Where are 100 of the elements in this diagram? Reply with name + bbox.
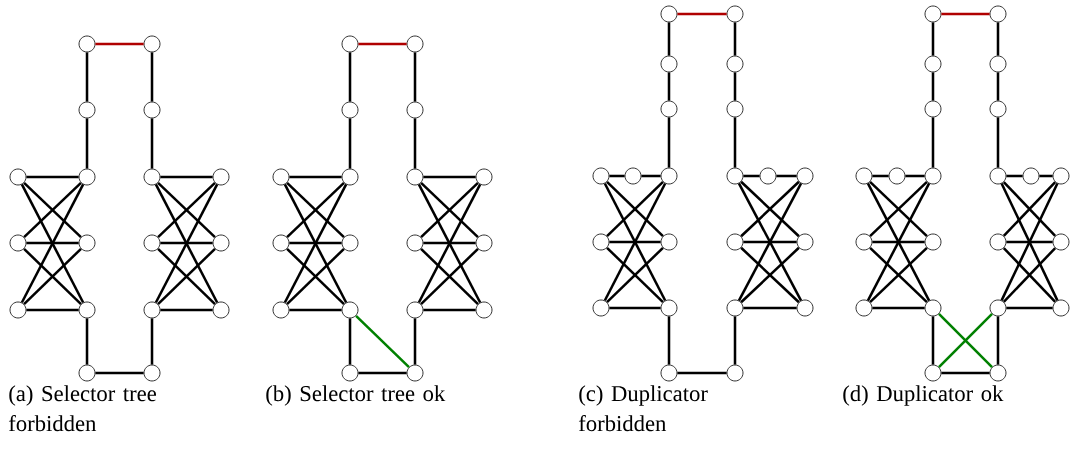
vertex bbox=[924, 233, 942, 251]
vertex bbox=[796, 167, 814, 185]
edge bbox=[423, 241, 476, 245]
edge bbox=[931, 117, 935, 168]
edge bbox=[358, 42, 407, 46]
vertex bbox=[726, 100, 744, 118]
vertex bbox=[660, 55, 678, 73]
vertex bbox=[406, 101, 424, 119]
edge bbox=[776, 174, 797, 178]
crossing-edges bbox=[869, 180, 928, 238]
vertex bbox=[726, 55, 744, 73]
vertex bbox=[660, 167, 678, 185]
vertex bbox=[272, 234, 290, 252]
edge bbox=[996, 72, 1000, 101]
vertex bbox=[78, 168, 96, 186]
vertex bbox=[989, 167, 1007, 185]
vertex bbox=[624, 167, 642, 185]
vertex bbox=[592, 167, 610, 185]
edge bbox=[160, 241, 213, 245]
caption: (d) Duplicator ok bbox=[843, 385, 1004, 406]
vertex bbox=[406, 301, 424, 319]
crossing-edges bbox=[23, 181, 82, 239]
crossing-edges bbox=[1002, 181, 1057, 237]
vertex bbox=[341, 301, 359, 319]
crossing-edges bbox=[1000, 183, 1059, 301]
vertex bbox=[924, 167, 942, 185]
crossing-edges bbox=[286, 181, 345, 239]
edge bbox=[150, 118, 154, 169]
vertex bbox=[143, 101, 161, 119]
vertex bbox=[78, 364, 96, 382]
vertex bbox=[272, 301, 290, 319]
vertex bbox=[475, 168, 493, 186]
vertex bbox=[1052, 233, 1070, 251]
edge bbox=[733, 72, 737, 101]
crossing-edges bbox=[286, 247, 345, 306]
vertex bbox=[341, 364, 359, 382]
edge bbox=[733, 316, 737, 365]
edge bbox=[872, 240, 925, 244]
edge bbox=[95, 42, 144, 46]
edge bbox=[609, 306, 661, 310]
vertex bbox=[341, 101, 359, 119]
crossing-edges bbox=[283, 183, 348, 304]
vertex bbox=[989, 55, 1007, 73]
edge bbox=[743, 240, 797, 244]
edge bbox=[160, 308, 213, 312]
edge bbox=[26, 241, 79, 245]
vertex bbox=[888, 167, 906, 185]
vertex bbox=[341, 234, 359, 252]
edge bbox=[677, 12, 727, 16]
crossing-edges bbox=[420, 181, 479, 239]
vertex bbox=[143, 301, 161, 319]
edge bbox=[1006, 174, 1023, 178]
edge bbox=[150, 318, 154, 365]
vertex bbox=[143, 35, 161, 53]
vertex bbox=[989, 5, 1007, 23]
vertex bbox=[143, 168, 161, 186]
edge bbox=[872, 174, 889, 178]
vertex bbox=[78, 234, 96, 252]
edge bbox=[641, 174, 661, 178]
vertex bbox=[341, 35, 359, 53]
crossing-edges bbox=[606, 246, 664, 304]
crossing-edges bbox=[420, 247, 479, 306]
edge bbox=[289, 241, 342, 245]
crossing-edges bbox=[869, 246, 928, 304]
vertex bbox=[272, 168, 290, 186]
crossing-edges bbox=[23, 247, 82, 306]
edge bbox=[872, 306, 925, 310]
vertex bbox=[855, 299, 873, 317]
vertex bbox=[406, 234, 424, 252]
vertex bbox=[9, 301, 27, 319]
edge bbox=[95, 371, 144, 375]
edge bbox=[733, 22, 737, 56]
crossing-edges bbox=[866, 182, 931, 302]
vertex bbox=[924, 5, 942, 23]
edge bbox=[931, 316, 935, 365]
caption: (c) Duplicator forbidden bbox=[578, 385, 708, 432]
edge bbox=[413, 318, 417, 365]
vertex bbox=[924, 55, 942, 73]
vertex bbox=[475, 234, 493, 252]
edge bbox=[733, 117, 737, 168]
vertex bbox=[855, 167, 873, 185]
vertex bbox=[78, 101, 96, 119]
edge bbox=[677, 371, 727, 375]
edge bbox=[931, 22, 935, 56]
vertex bbox=[9, 234, 27, 252]
edge bbox=[743, 306, 797, 310]
vertex bbox=[660, 100, 678, 118]
vertex bbox=[726, 233, 744, 251]
edge bbox=[996, 117, 1000, 168]
vertex bbox=[924, 364, 942, 382]
vertex bbox=[212, 301, 230, 319]
vertex bbox=[143, 234, 161, 252]
crossing-edges bbox=[606, 180, 664, 238]
edge bbox=[150, 52, 154, 102]
vertex bbox=[78, 301, 96, 319]
crossing-edges bbox=[740, 180, 800, 238]
edge bbox=[85, 52, 89, 102]
edge bbox=[609, 240, 661, 244]
vertex bbox=[212, 168, 230, 186]
vertex bbox=[796, 233, 814, 251]
